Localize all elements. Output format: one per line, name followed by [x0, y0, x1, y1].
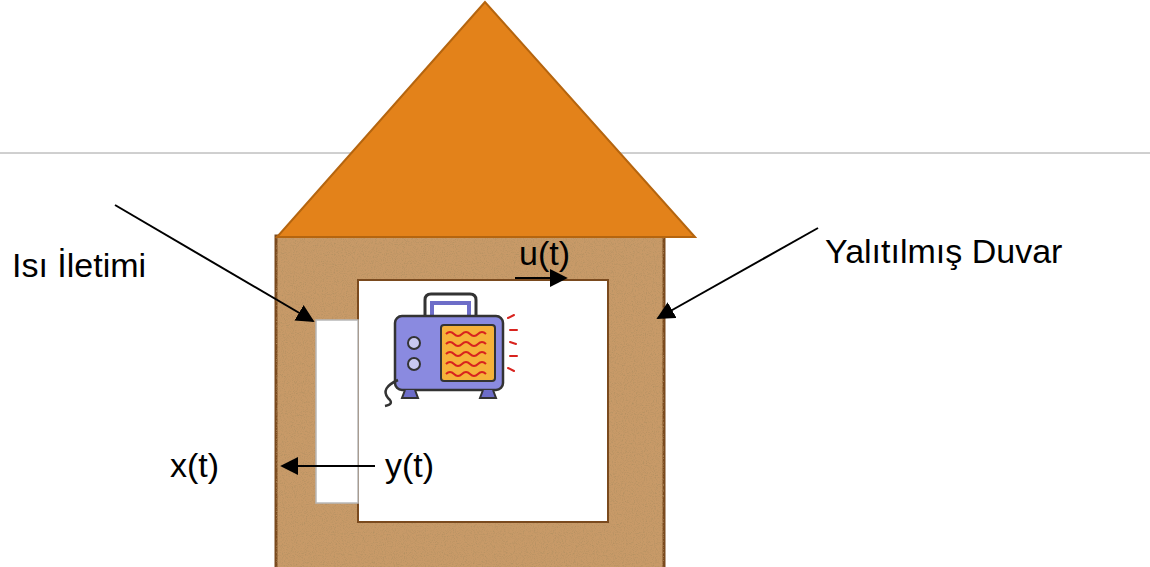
insulated-wall	[276, 236, 664, 567]
heat-conduction-label: Isı İletimi	[12, 246, 146, 285]
insulated-wall-label: Yalıtılmış Duvar	[825, 232, 1062, 271]
leader-line	[658, 228, 818, 318]
signal-arrow	[515, 277, 566, 279]
window	[316, 320, 358, 503]
signal-name: y(t)	[385, 446, 434, 485]
wall-texture	[276, 236, 664, 567]
heater-icon	[385, 294, 517, 406]
room	[358, 280, 608, 522]
signal-arrow	[282, 465, 375, 467]
signal-name: u(t)	[519, 234, 570, 273]
roof	[277, 2, 695, 237]
signal-name: x(t)	[170, 446, 219, 485]
